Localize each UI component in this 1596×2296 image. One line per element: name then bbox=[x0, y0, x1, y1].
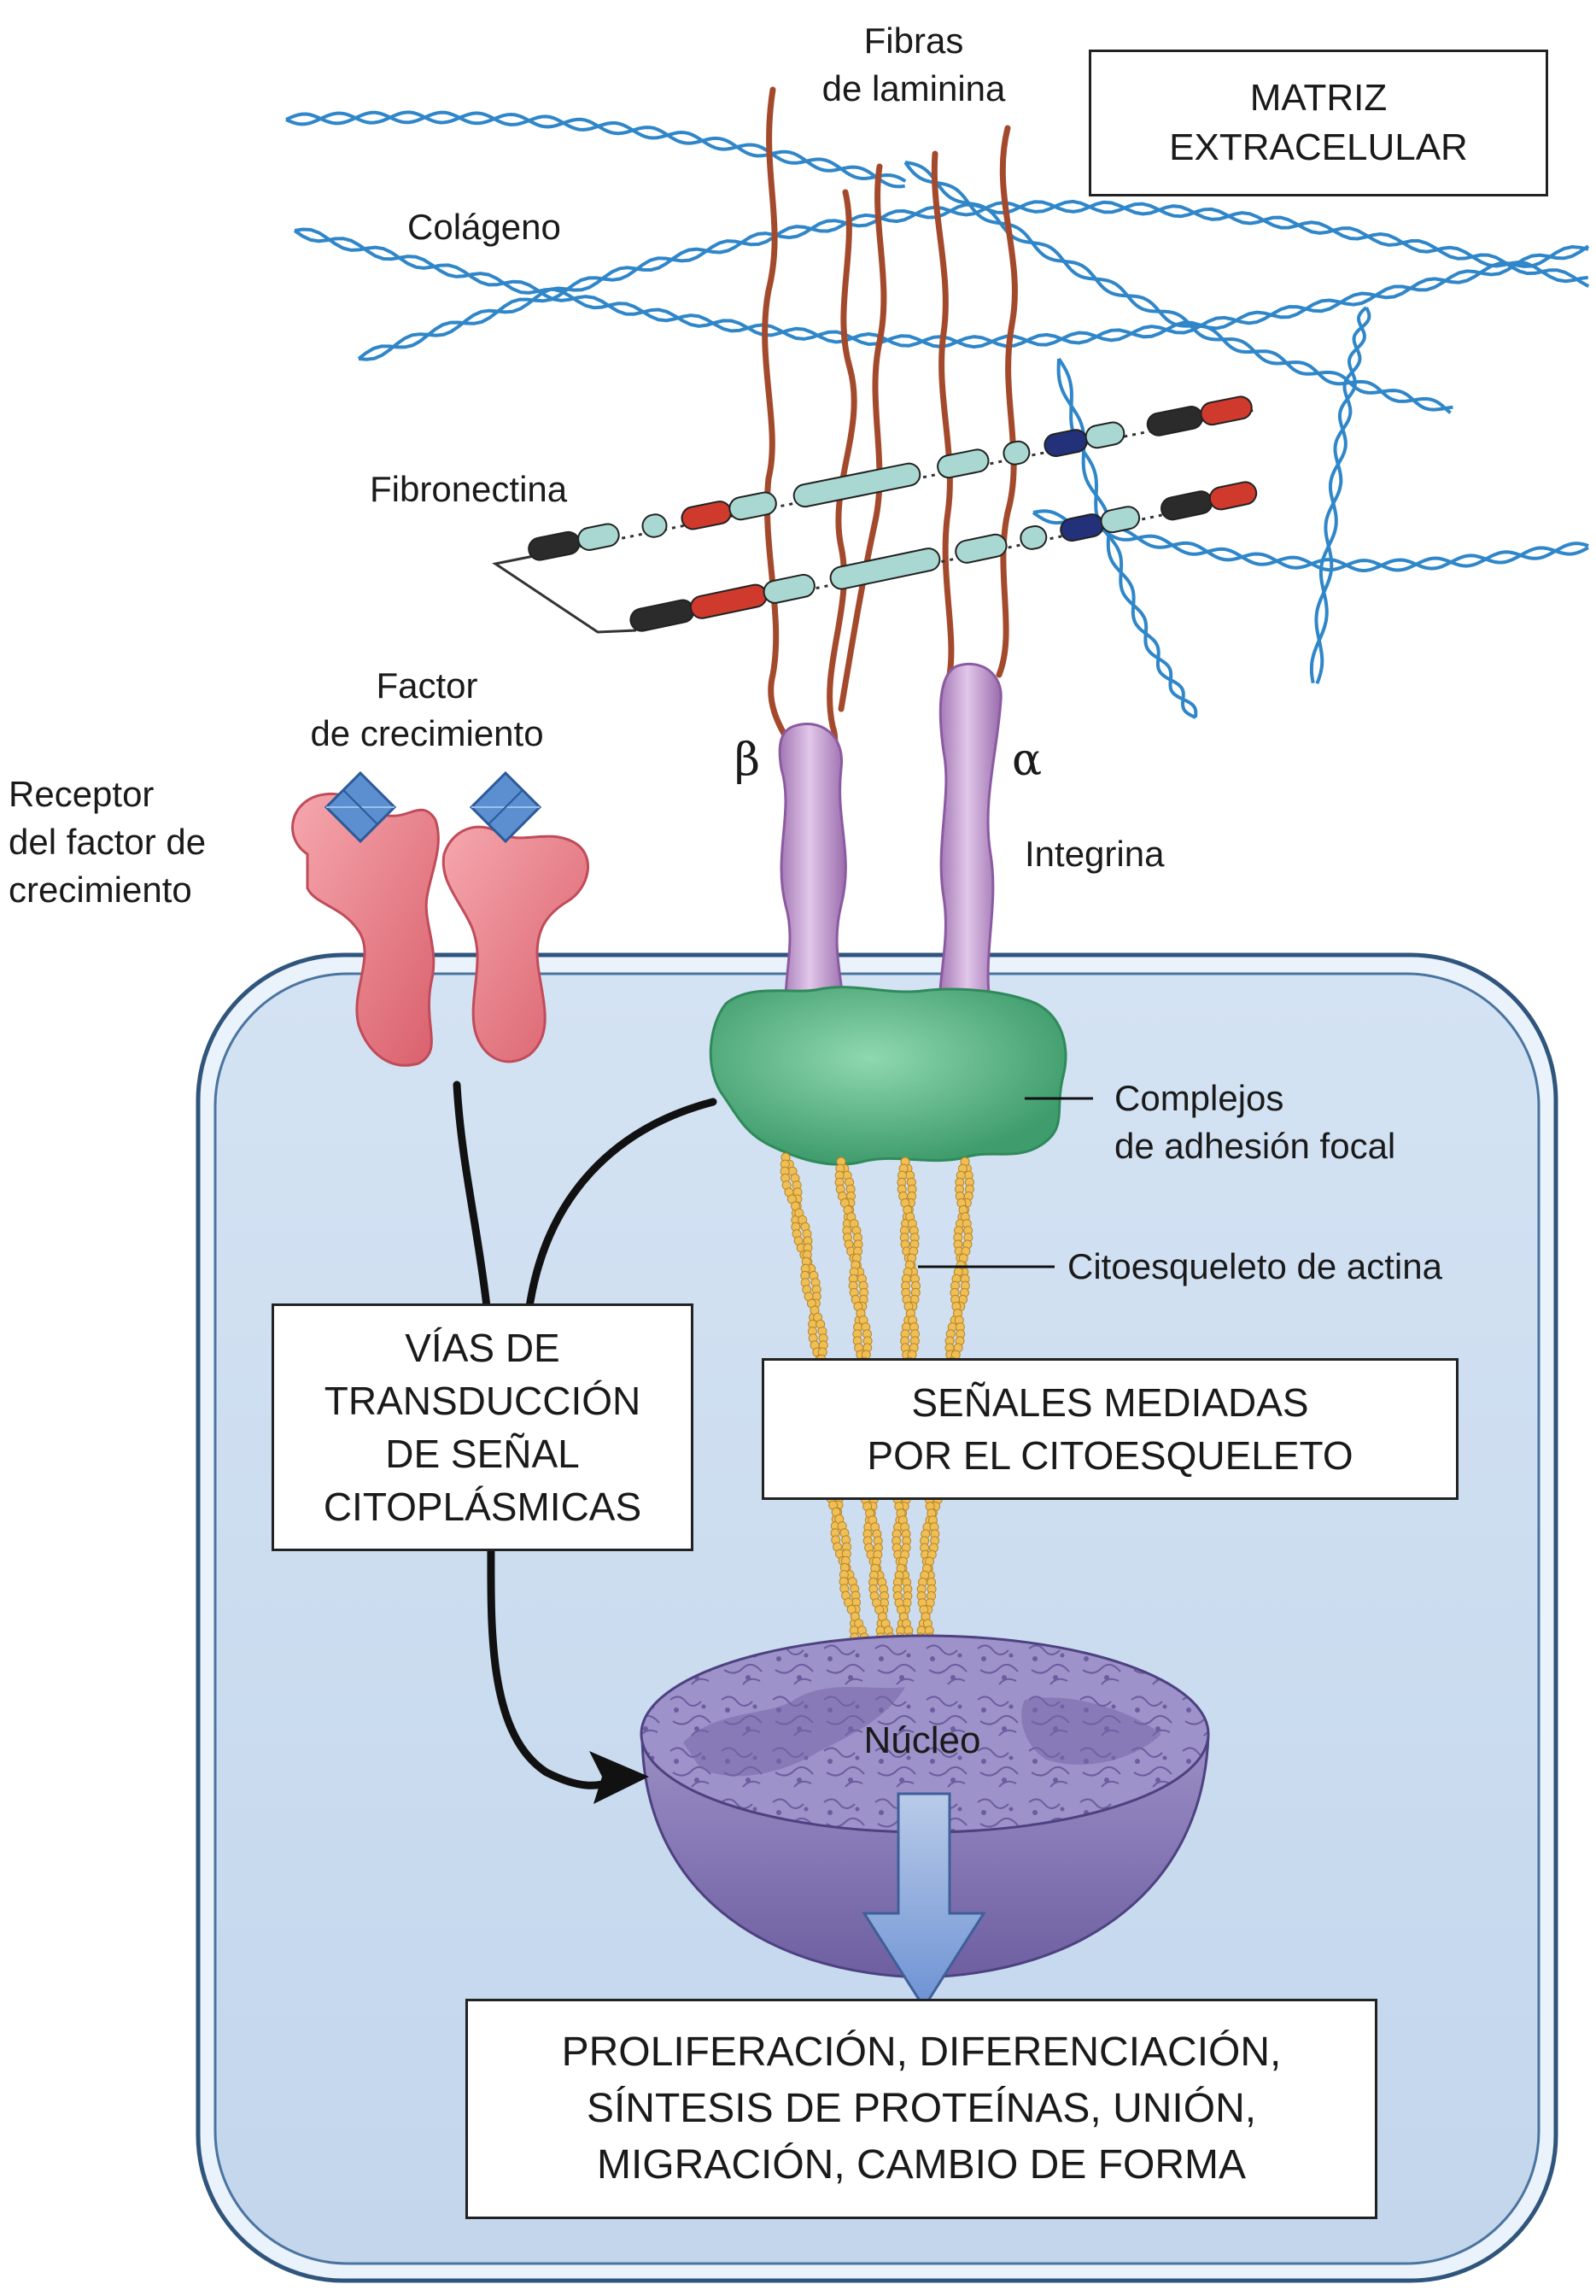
focal-adhesion-complex bbox=[709, 986, 1067, 1166]
nucleus-output-arrow bbox=[862, 1792, 986, 2010]
extracellular-matrix-box: MATRIZ EXTRACELULAR bbox=[1089, 50, 1548, 196]
leader-lines bbox=[918, 1097, 1093, 1268]
actin-cytoskeleton-label: Citoesqueleto de actina bbox=[1067, 1246, 1442, 1286]
laminin-label: Fibras de laminina bbox=[821, 20, 1006, 108]
growth-factor-receptor bbox=[291, 792, 589, 1067]
signal-arrowhead bbox=[589, 1751, 649, 1804]
fibronectin bbox=[492, 395, 1258, 634]
receptor-label: Receptor del factor de crecimiento bbox=[9, 774, 207, 910]
cytoskeleton-signals-box: SEÑALES MEDIADAS POR EL CITOESQUELETO bbox=[762, 1358, 1459, 1500]
cellular-outcomes-box: PROLIFERACIÓN, DIFERENCIACIÓN, SÍNTESIS … bbox=[465, 1999, 1377, 2219]
transduction-pathways-box: VÍAS DE TRANSDUCCIÓN DE SEÑAL CITOPLÁSMI… bbox=[272, 1303, 693, 1551]
cell bbox=[196, 952, 1558, 2283]
alpha-subunit-label: α bbox=[1012, 735, 1043, 786]
focal-adhesion-label: Complejos de adhesión focal bbox=[1114, 1078, 1396, 1166]
integrin-label: Integrina bbox=[1025, 834, 1165, 874]
beta-subunit-label: β bbox=[734, 735, 761, 786]
growth-factor-label: Factor de crecimiento bbox=[310, 665, 544, 753]
growth-factor-molecules bbox=[324, 770, 542, 844]
nucleus-label: Núcleo bbox=[863, 1719, 981, 1761]
signal-arrows bbox=[453, 1081, 717, 1789]
collagen-label: Colágeno bbox=[407, 207, 561, 247]
laminin-fibers bbox=[762, 86, 1018, 757]
fibronectin-label: Fibronectina bbox=[370, 469, 568, 509]
